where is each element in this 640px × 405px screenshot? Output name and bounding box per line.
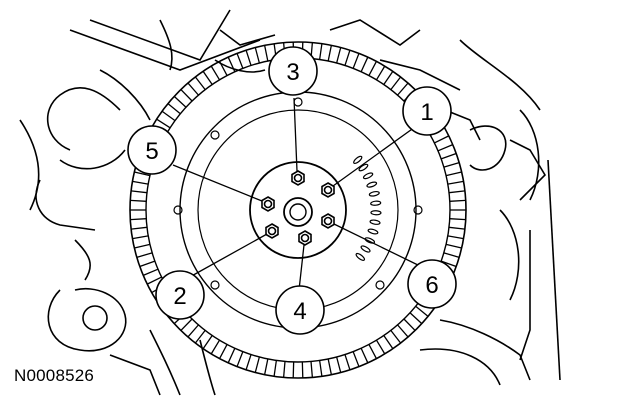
bolt-1 [322, 183, 334, 197]
callout-3: 3 [269, 47, 317, 95]
callout-6-number: 6 [425, 272, 438, 299]
callout-4-number: 4 [293, 298, 306, 325]
callout-2-number: 2 [173, 283, 186, 310]
callout-1: 1 [403, 87, 451, 135]
callout-5-number: 5 [145, 138, 158, 165]
figure-id-label: N0008526 [14, 366, 94, 386]
callout-4: 4 [276, 286, 324, 334]
bolt-5 [262, 197, 274, 211]
callout-6: 6 [408, 260, 456, 308]
callout-2: 2 [156, 271, 204, 319]
bolt-4 [299, 231, 311, 245]
bolt-6 [322, 214, 334, 228]
callout-3-number: 3 [286, 59, 299, 86]
callout-5: 5 [128, 126, 176, 174]
bolt-2 [266, 224, 278, 238]
bolt-3 [292, 171, 304, 185]
callout-1-number: 1 [420, 99, 433, 126]
